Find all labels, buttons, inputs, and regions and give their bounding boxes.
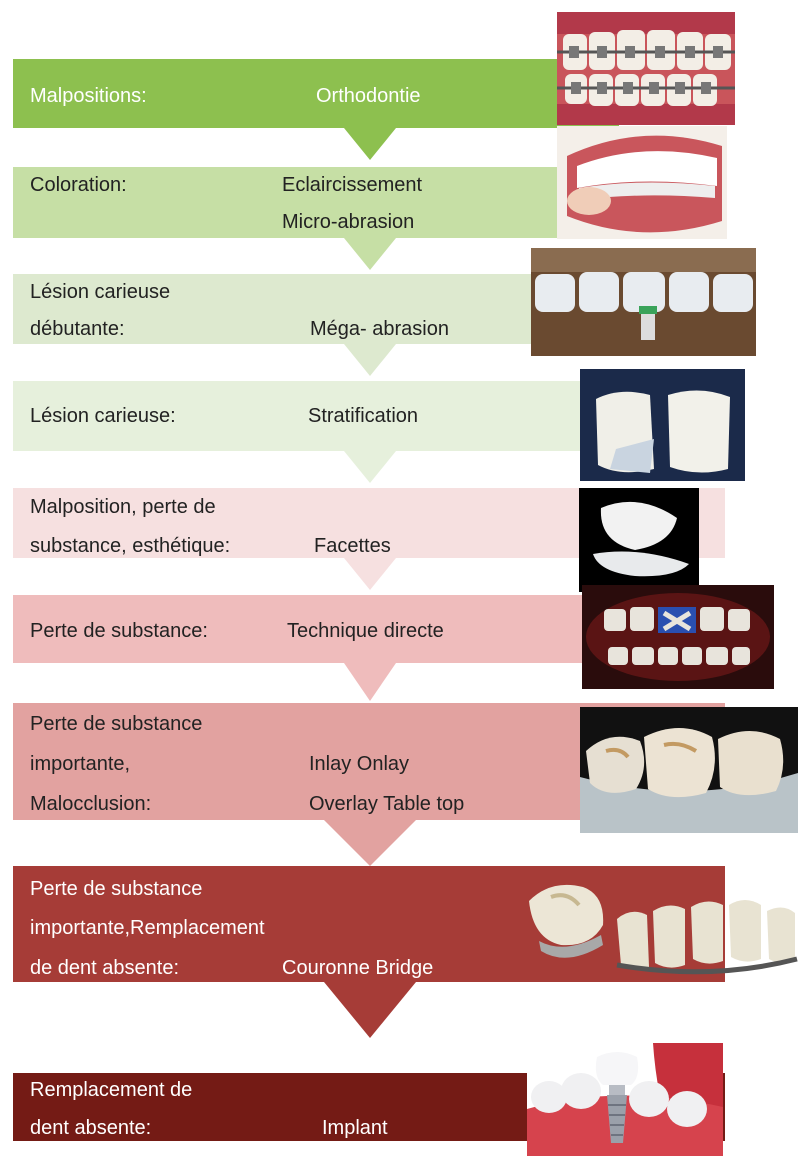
arrow-down-5 xyxy=(344,558,396,590)
step-6-label: Perte de substance: xyxy=(30,621,208,641)
step-5-label-2: substance, esthétique: xyxy=(30,536,230,556)
step-8-label-1: Perte de substance xyxy=(30,879,202,899)
step-5-label-1: Malposition, perte de xyxy=(30,497,216,517)
braces-teeth-photo xyxy=(557,12,735,125)
step-2-treatment-1: Eclaircissement xyxy=(282,175,422,195)
step-3-label-2: débutante: xyxy=(30,319,125,339)
crown-bridge-photo xyxy=(521,875,798,985)
step-8-label-3: de dent absente: xyxy=(30,958,179,978)
arrow-down-6 xyxy=(344,663,396,701)
step-9-label-2: dent absente: xyxy=(30,1118,151,1138)
step-6-treatment: Technique directe xyxy=(287,621,444,641)
step-3-treatment: Méga- abrasion xyxy=(310,319,449,339)
step-1-treatment: Orthodontie xyxy=(316,86,421,106)
step-7-label-3: Malocclusion: xyxy=(30,794,151,814)
step-2-treatment-2: Micro-abrasion xyxy=(282,212,414,232)
arrow-down-2 xyxy=(344,238,396,270)
arrow-down-8 xyxy=(324,982,416,1038)
arrow-down-3 xyxy=(344,344,396,376)
arrow-down-4 xyxy=(344,451,396,483)
step-9-label-1: Remplacement de xyxy=(30,1080,192,1100)
step-7-label-1: Perte de substance xyxy=(30,714,202,734)
step-3-label-1: Lésion carieuse xyxy=(30,282,170,302)
step-9-treatment: Implant xyxy=(322,1118,388,1138)
step-1-label: Malpositions: xyxy=(30,86,147,106)
step-4-label: Lésion carieuse: xyxy=(30,406,176,426)
step-8-label-2: importante,Remplacement xyxy=(30,918,265,938)
implant-illustration xyxy=(527,1043,723,1156)
stratification-teeth-photo xyxy=(580,369,745,481)
direct-technique-photo xyxy=(582,585,774,689)
step-2-label: Coloration: xyxy=(30,175,127,195)
inlay-onlay-photo xyxy=(580,707,798,833)
step-7-treatment-1: Inlay Onlay xyxy=(309,754,409,774)
step-7-treatment-2: Overlay Table top xyxy=(309,794,464,814)
whitening-tray-photo xyxy=(557,126,727,239)
step-4-treatment: Stratification xyxy=(308,406,418,426)
veneer-photo xyxy=(579,488,699,592)
arrow-down-7 xyxy=(324,820,416,866)
arrow-down-1 xyxy=(344,128,396,160)
step-5-treatment: Facettes xyxy=(314,536,391,556)
abrasion-teeth-photo xyxy=(531,248,756,356)
step-7-label-2: importante, xyxy=(30,754,130,774)
step-8-treatment: Couronne Bridge xyxy=(282,958,433,978)
